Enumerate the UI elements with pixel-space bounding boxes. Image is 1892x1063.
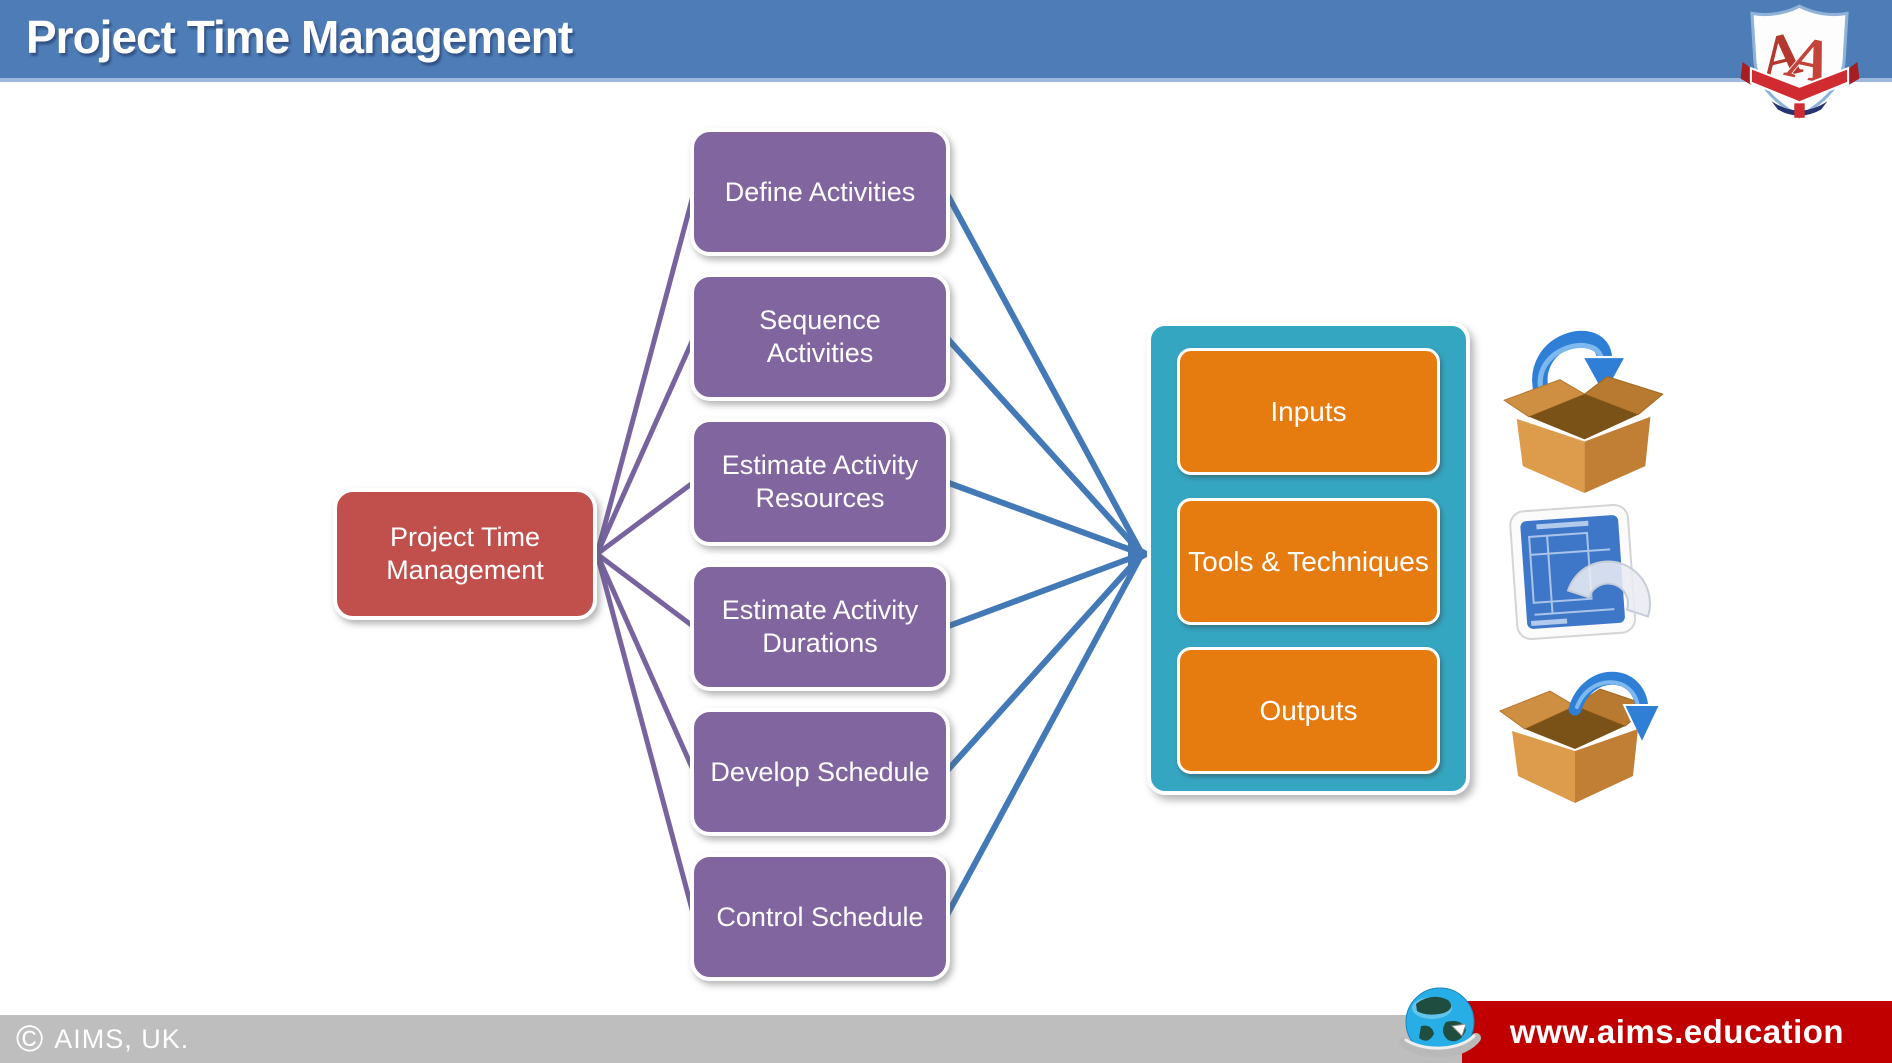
group-item-label: Tools & Techniques (1188, 546, 1429, 577)
process-label: Estimate Activity Resources (721, 450, 919, 513)
process-box-estimate-activity-durations: Estimate Activity Durations (690, 563, 950, 691)
process-box-control-schedule: Control Schedule (690, 853, 950, 981)
process-label: Sequence Activities (759, 305, 881, 368)
group-item-tools-techniques: Tools & Techniques (1177, 498, 1440, 625)
ito-group-container: Inputs Tools & Techniques Outputs (1147, 322, 1470, 795)
root-box-label: Project Time Management (386, 522, 544, 585)
process-box-sequence-activities: Sequence Activities (690, 273, 950, 401)
website-bar: www.aims.education (1462, 1001, 1892, 1063)
group-item-label: Inputs (1270, 396, 1347, 427)
process-label: Estimate Activity Durations (721, 595, 919, 658)
globe-icon (1396, 982, 1488, 1063)
website-link[interactable]: www.aims.education (1509, 1013, 1845, 1050)
blueprint-tools-icon (1500, 498, 1660, 661)
process-label: Control Schedule (716, 901, 924, 932)
process-box-define-activities: Define Activities (690, 128, 950, 256)
copyright-note: © AIMS, UK. (16, 1015, 189, 1063)
group-item-outputs: Outputs (1177, 647, 1440, 774)
header-bar: Project Time Management (0, 0, 1892, 82)
group-item-label: Outputs (1259, 695, 1358, 726)
group-item-inputs: Inputs (1177, 348, 1440, 475)
copyright-icon: © (16, 1018, 45, 1059)
aims-shield-logo: A A (1740, 2, 1860, 129)
root-box-project-time-management: Project Time Management (333, 488, 597, 620)
outputs-box-icon (1490, 650, 1670, 817)
process-label: Define Activities (724, 176, 916, 207)
process-box-develop-schedule: Develop Schedule (690, 708, 950, 836)
copyright-text: AIMS, UK. (54, 1024, 190, 1054)
process-box-estimate-activity-resources: Estimate Activity Resources (690, 418, 950, 546)
page-title: Project Time Management (26, 11, 573, 63)
process-label: Develop Schedule (710, 756, 930, 787)
inputs-box-icon (1500, 320, 1665, 500)
